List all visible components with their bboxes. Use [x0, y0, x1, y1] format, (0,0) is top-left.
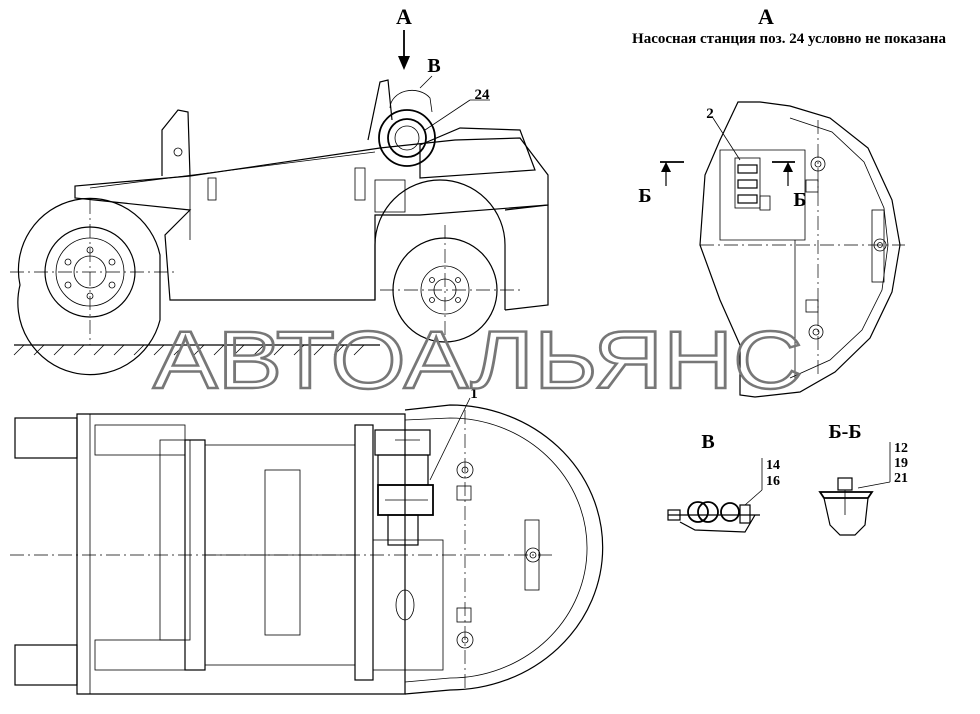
detail-b-callout-circle	[389, 89, 433, 113]
rear-hood	[419, 127, 536, 179]
callout-1-label: 1	[470, 386, 478, 402]
callout-v-label: В	[427, 55, 440, 77]
plan-counterweight	[404, 404, 604, 695]
chassis-body	[74, 137, 549, 301]
section-bb-part-2: 19	[894, 456, 908, 471]
front-fork-upper	[14, 417, 78, 459]
detail-v-part-1: 14	[766, 458, 780, 473]
section-bb-title: Б-Б	[828, 421, 861, 443]
section-label-right: Б	[793, 189, 806, 211]
right-wheel	[374, 179, 520, 345]
detail-v-part-2: 16	[766, 474, 780, 489]
section-bb-bolt-head	[837, 477, 853, 491]
upright-plate	[161, 109, 191, 177]
section-label-left: Б	[638, 185, 651, 207]
front-fork-lower	[14, 644, 78, 686]
section-bb: Б-Б 12 19 21	[818, 421, 908, 536]
detail-v-title: В	[701, 431, 714, 453]
view-a: А Насосная станция поз. 24 условно не по…	[632, 4, 946, 398]
view-a-title: А	[758, 4, 774, 29]
left-wheel	[10, 197, 175, 376]
section-bb-part-3: 21	[894, 471, 908, 486]
view-a-caption: Насосная станция поз. 24 условно не пока…	[632, 31, 946, 47]
plan-view: 1	[10, 386, 604, 695]
wheel-arch	[374, 179, 506, 310]
watermark-text: АВТОАЛЬЯНС	[153, 315, 803, 406]
section-bb-part-1: 12	[894, 441, 908, 456]
leader-2	[712, 117, 741, 161]
chassis-line	[89, 151, 376, 189]
section-bb-body	[823, 497, 869, 536]
leader-24	[424, 99, 471, 131]
detail-v: В 14 16	[667, 431, 780, 533]
callout-2-label: 2	[706, 106, 714, 122]
pump-station-24	[367, 79, 436, 167]
pump-outer-circle	[378, 109, 436, 167]
left-wheel-tire	[17, 197, 161, 376]
side-view: А В 24	[10, 4, 549, 376]
ground-hatch	[13, 344, 365, 356]
leader-1	[429, 397, 471, 481]
view-arrow-a-label: А	[396, 4, 412, 29]
pump-clamp	[734, 157, 761, 209]
plan-frame	[76, 413, 406, 695]
handle-bracket	[367, 79, 393, 141]
callout-24-label: 24	[475, 87, 491, 103]
pump-assembly-1	[374, 429, 434, 546]
